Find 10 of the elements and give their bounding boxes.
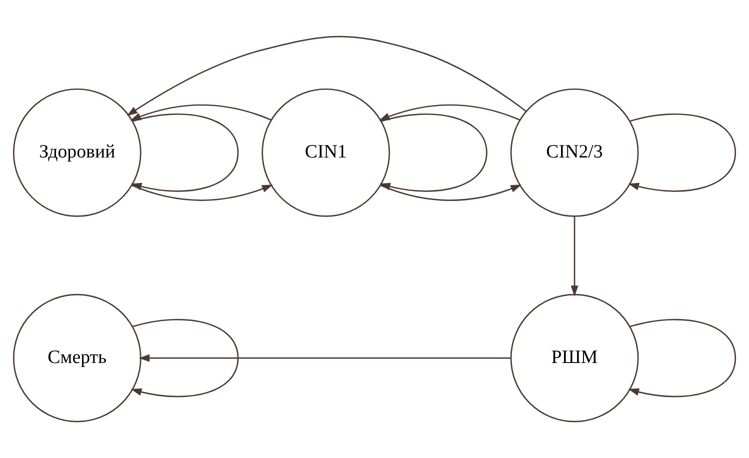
arrow: [628, 114, 736, 192]
arrow: [138, 354, 511, 362]
arrow: [132, 184, 273, 201]
arrow: [130, 104, 272, 121]
arrow: [378, 104, 520, 121]
arrow: [130, 319, 239, 398]
arrow: [126, 36, 526, 116]
arrow: [628, 319, 736, 398]
arrow: [570, 216, 578, 296]
arrow: [380, 184, 522, 201]
